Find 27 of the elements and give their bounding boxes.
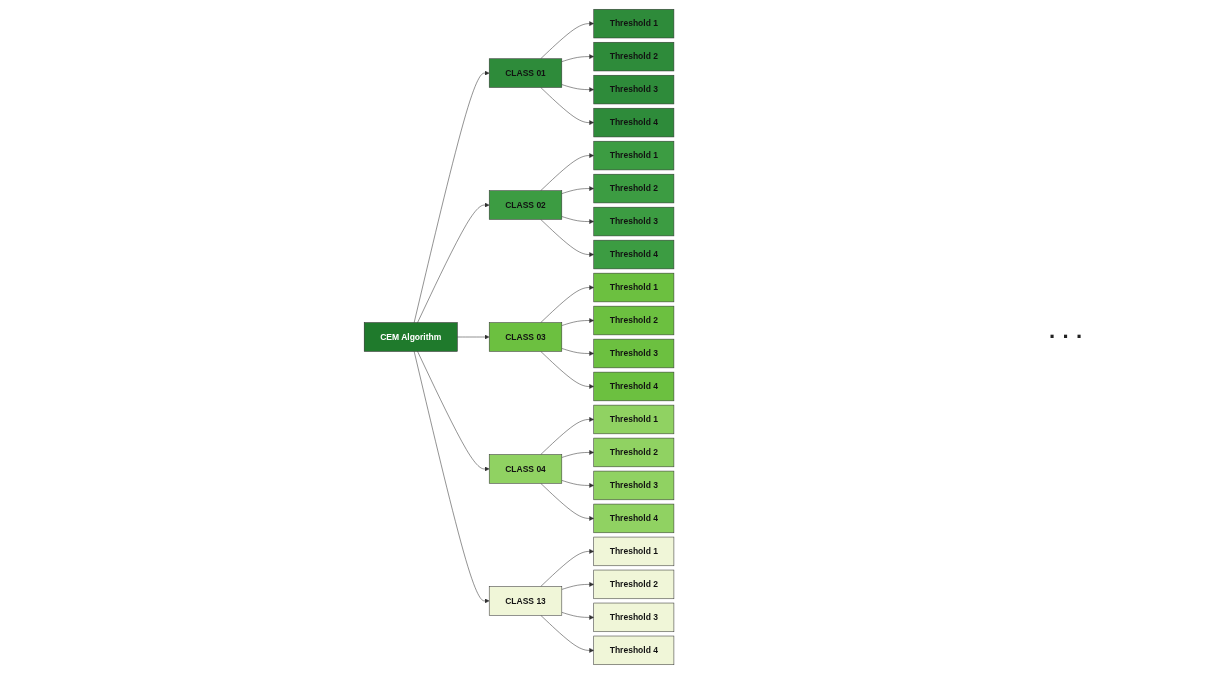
node-box: CLASS 01 xyxy=(489,58,563,88)
node-box: Threshold 1 xyxy=(593,536,675,567)
node-box: CEM Algorithm xyxy=(364,322,458,352)
node-box: Threshold 1 xyxy=(593,272,675,303)
node-box: Threshold 2 xyxy=(593,569,675,600)
node-box: Threshold 4 xyxy=(593,503,675,534)
node-box: Threshold 4 xyxy=(593,635,675,665)
node-box: Threshold 4 xyxy=(593,239,675,270)
node-box: Threshold 2 xyxy=(593,41,675,72)
ellipsis-label: · · · xyxy=(1049,324,1085,350)
node-box: Threshold 2 xyxy=(593,305,675,336)
node-box: Threshold 4 xyxy=(593,371,675,402)
node-box: CLASS 13 xyxy=(489,586,563,616)
node-box: Threshold 3 xyxy=(593,470,675,501)
node-box: Threshold 3 xyxy=(593,338,675,369)
node-box: CLASS 02 xyxy=(489,190,563,220)
node-box: CLASS 04 xyxy=(489,454,563,484)
node-box: Threshold 4 xyxy=(593,107,675,138)
node-box: Threshold 1 xyxy=(593,404,675,435)
node-box: Threshold 3 xyxy=(593,206,675,237)
node-box: Threshold 1 xyxy=(593,9,675,39)
node-box: Threshold 3 xyxy=(593,602,675,633)
node-box: Threshold 2 xyxy=(593,173,675,204)
node-box: Threshold 1 xyxy=(593,140,675,171)
node-box: Threshold 3 xyxy=(593,74,675,105)
node-box: Threshold 2 xyxy=(593,437,675,468)
node-box: CLASS 03 xyxy=(489,322,563,352)
